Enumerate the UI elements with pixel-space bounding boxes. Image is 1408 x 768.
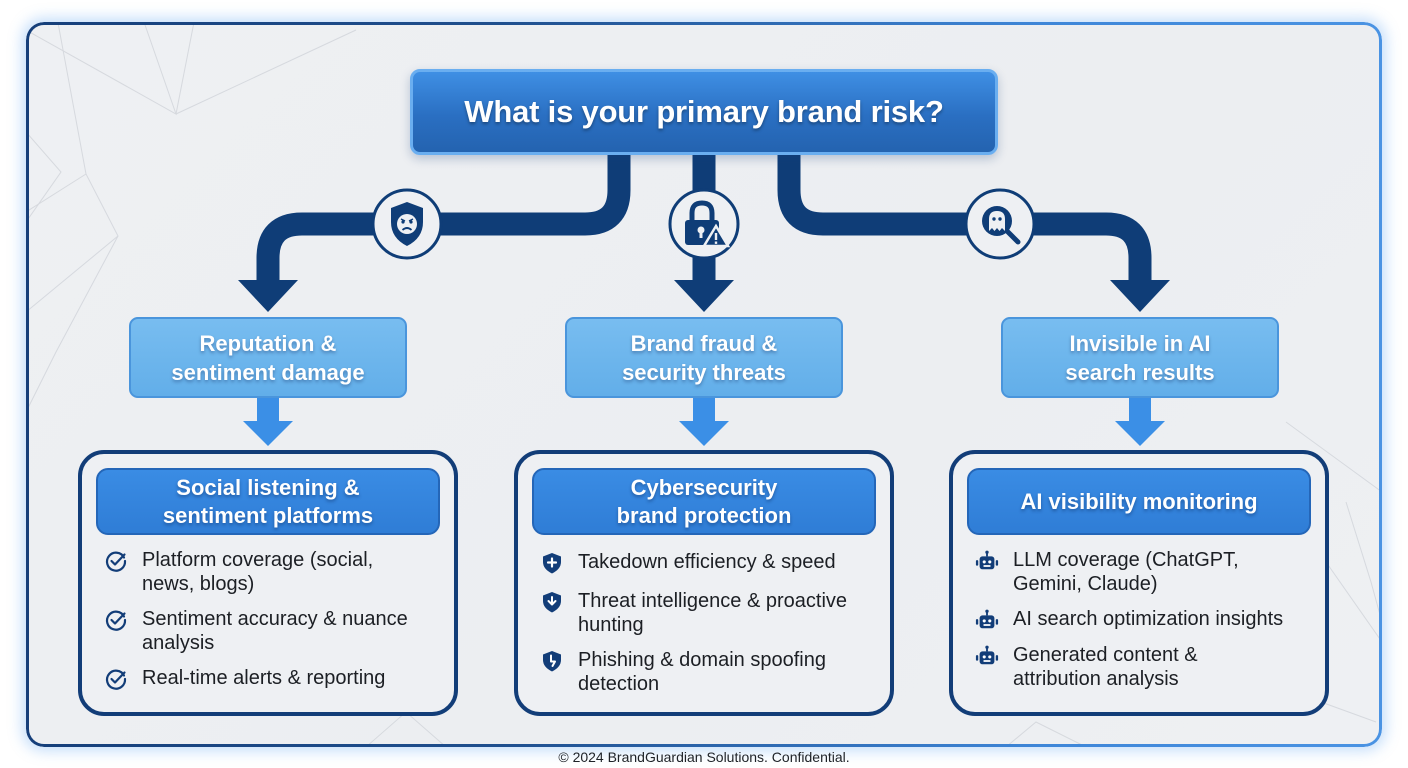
feature-item: Real-time alerts & reporting xyxy=(104,666,440,691)
feature-text-line2: analysis xyxy=(142,632,215,654)
question-node: What is your primary brand risk? xyxy=(410,69,998,155)
check-circle-icon xyxy=(105,610,127,631)
solution-title-line1: Social listening & xyxy=(176,474,360,500)
risk-label-line1: Reputation & xyxy=(199,330,337,356)
question-title: What is your primary brand risk? xyxy=(464,94,944,129)
feature-text-line1: Phishing & domain spoofing xyxy=(578,649,826,671)
feature-item: Takedown efficiency & speed xyxy=(540,550,876,575)
feature-text-line1: Takedown efficiency & speed xyxy=(578,551,836,573)
feature-text-line1: Sentiment accuracy & nuance xyxy=(142,608,408,630)
feature-text-line2: attribution analysis xyxy=(1013,668,1179,690)
risk-label-line2: security threats xyxy=(622,359,786,385)
solution-title: Social listening &sentiment platforms xyxy=(96,468,440,535)
feature-text-line2: hunting xyxy=(578,614,644,636)
shield-plus-icon xyxy=(543,553,561,574)
feature-text-line2: detection xyxy=(578,673,660,695)
shield-arrow-icon xyxy=(543,592,561,613)
feature-text-line2: news, blogs) xyxy=(142,573,255,595)
feature-item: LLM coverage (ChatGPT,Gemini, Claude) xyxy=(975,548,1311,596)
solution-title-line1: Cybersecurity xyxy=(630,474,778,500)
feature-list: Platform coverage (social,news, blogs) S… xyxy=(104,548,440,702)
ghost-search-icon xyxy=(964,188,1036,260)
risk-label-line2: sentiment damage xyxy=(171,359,365,385)
risk-node-brand-fraud: Brand fraud & security threats xyxy=(565,317,843,398)
footer-copyright: © 2024 BrandGuardian Solutions. Confiden… xyxy=(558,749,850,765)
feature-text-line2: Gemini, Claude) xyxy=(1013,573,1158,595)
angry-shield-icon xyxy=(371,188,443,260)
check-circle-icon xyxy=(105,551,127,572)
risk-node-reputation: Reputation & sentiment damage xyxy=(129,317,407,398)
risk-label-line1: Invisible in AI xyxy=(1069,330,1211,356)
feature-text-line1: Platform coverage (social, xyxy=(142,549,374,571)
feature-list: Takedown efficiency & speed Threat intel… xyxy=(540,550,876,707)
feature-text-line1: Real-time alerts & reporting xyxy=(142,667,386,689)
solution-title-line2: brand protection xyxy=(616,502,792,528)
risk-node-ai-invisibility: Invisible in AI search results xyxy=(1001,317,1279,398)
feature-item: Platform coverage (social,news, blogs) xyxy=(104,548,440,596)
feature-text-line1: LLM coverage (ChatGPT, xyxy=(1013,549,1239,571)
risk-label-line1: Brand fraud & xyxy=(630,330,778,356)
solution-card-ai-visibility: AI visibility monitoring LLM coverage (C… xyxy=(949,450,1329,716)
robot-icon xyxy=(975,645,999,665)
feature-item: AI search optimization insights xyxy=(975,607,1311,632)
robot-icon xyxy=(975,609,999,629)
solution-title-line1: AI visibility monitoring xyxy=(1020,488,1258,514)
shield-bolt-icon xyxy=(543,651,561,672)
check-circle-icon xyxy=(105,669,127,690)
solution-card-social-listening: Social listening &sentiment platforms Pl… xyxy=(78,450,458,716)
solution-title: AI visibility monitoring xyxy=(967,468,1311,535)
feature-text-line1: AI search optimization insights xyxy=(1013,608,1284,630)
feature-list: LLM coverage (ChatGPT,Gemini, Claude) AI… xyxy=(975,548,1311,702)
feature-text-line1: Generated content & xyxy=(1013,644,1198,666)
risk-label-line2: search results xyxy=(1065,359,1215,385)
feature-text-line1: Threat intelligence & proactive xyxy=(578,590,848,612)
lock-warning-icon xyxy=(668,188,740,260)
robot-icon xyxy=(975,550,999,570)
feature-item: Generated content &attribution analysis xyxy=(975,643,1311,691)
solution-title-line2: sentiment platforms xyxy=(162,502,374,528)
